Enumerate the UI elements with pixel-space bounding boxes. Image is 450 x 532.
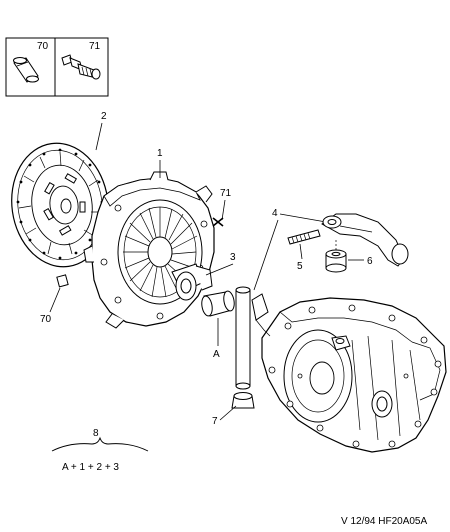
kit-formula: A + 1 + 2 + 3 [62, 462, 119, 473]
kit-brace [51, 436, 149, 452]
callout-71: 71 [220, 188, 232, 199]
inset-label-71: 71 [89, 41, 101, 52]
gearbox-housing [251, 293, 447, 453]
release-bearing [171, 263, 213, 301]
clutch-disc [11, 142, 109, 268]
callout-1: 1 [157, 148, 163, 159]
ball-stud [287, 229, 321, 245]
kit-number: 8 [93, 428, 99, 439]
guide-bush [201, 290, 235, 317]
fork-socket [325, 249, 347, 273]
dowel-pin-icon [13, 57, 39, 83]
inset-label-70: 70 [37, 41, 49, 52]
callout-6: 6 [367, 256, 373, 267]
callout-2: 2 [101, 111, 107, 122]
callout-3: 3 [230, 252, 236, 263]
drawing-reference: V 12/94 HF20A05A [341, 516, 427, 527]
bolt-icon [61, 54, 101, 80]
release-fork [321, 213, 409, 267]
callout-7: 7 [212, 416, 218, 427]
bolt-position-marker [212, 217, 224, 227]
callout-5: 5 [297, 261, 303, 272]
fork-shaft [235, 286, 251, 390]
callout-4: 4 [272, 208, 278, 219]
inset-panel: 70 71 [5, 37, 109, 97]
shaft-lower-bush [231, 392, 255, 409]
callout-70: 70 [40, 314, 52, 325]
dowel-pin-part [56, 274, 69, 288]
callout-A: A [213, 349, 220, 360]
